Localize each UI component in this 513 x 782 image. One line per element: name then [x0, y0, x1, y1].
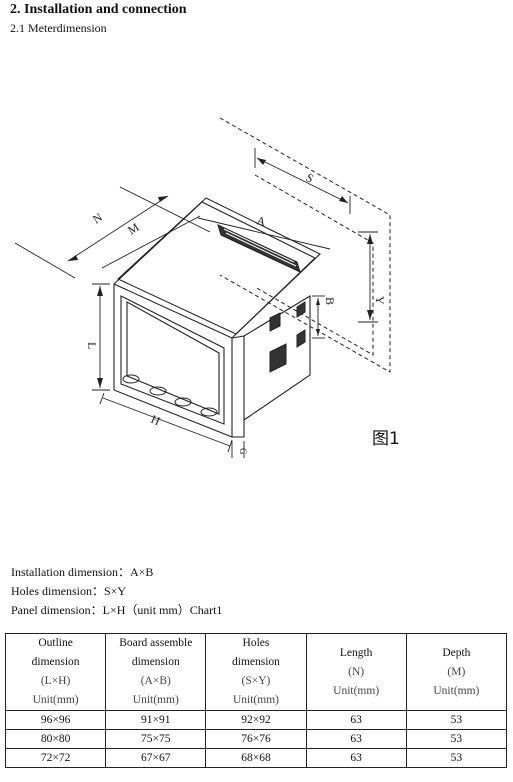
header-holes: Holes dimension (S×Y) Unit(mm): [205, 633, 307, 711]
table-cell: 80×80: [4, 729, 107, 749]
table-cell: 63: [305, 748, 407, 768]
table-cell: 68×68: [205, 748, 307, 768]
holes-dimension-text: Holes dimension：S×Y: [11, 584, 127, 598]
section-heading: 2. Installation and connection: [10, 2, 187, 17]
table-cell: 53: [405, 748, 508, 768]
side-connector: [269, 301, 306, 373]
header-board-assemble: Board assemble dimension (A×B) Unit(mm): [105, 633, 207, 711]
label-a: A: [255, 213, 267, 229]
dimension-table: Outline dimension (L×H) Unit(mm) Board a…: [4, 633, 508, 768]
panel-dimension-text: Panel dimension：L×H（unit mm）Chart1: [11, 603, 223, 617]
front-buttons: [122, 374, 218, 417]
label-g: G: [238, 448, 248, 455]
table-cell: 53: [405, 710, 508, 730]
table-cell: 91×91: [105, 710, 207, 730]
installation-dimension-text: Installation dimension：A×B: [11, 565, 154, 579]
panel-plane: [219, 117, 391, 373]
table-header-row: Outline dimension (L×H) Unit(mm) Board a…: [4, 633, 508, 711]
label-b: B: [323, 297, 337, 305]
table-cell: 53: [405, 729, 508, 749]
header-depth: Depth (M) Unit(mm): [405, 633, 508, 711]
label-s: S: [304, 170, 316, 186]
arrow-heads: [68, 158, 373, 388]
table-cell: 92×92: [205, 710, 307, 730]
header-outline: Outline dimension (L×H) Unit(mm): [4, 633, 107, 711]
label-n: N: [90, 210, 105, 227]
table-cell: 75×75: [105, 729, 207, 749]
table-cell: 67×67: [105, 748, 207, 768]
table-cell: 72×72: [4, 748, 107, 768]
table-cell: 76×76: [205, 729, 307, 749]
table-cell: 96×96: [4, 710, 107, 730]
figure-caption: 图1: [372, 429, 400, 449]
dimension-lines: [14, 148, 378, 458]
label-l: L: [85, 342, 99, 349]
header-length: Length (N) Unit(mm): [305, 633, 407, 711]
table-row: 80×80 75×75 76×76 63 53: [4, 729, 508, 749]
subsection-heading: 2.1 Meterdimension: [10, 21, 107, 35]
table-row: 96×96 91×91 92×92 63 53: [4, 710, 508, 730]
meter-dimension-drawing: S Y N M A B L H G: [14, 117, 391, 458]
table-row: 72×72 67×67 68×68 63 53: [4, 748, 508, 768]
table-cell: 63: [305, 710, 407, 730]
terminal-block: [217, 224, 301, 273]
meter-housing: [113, 197, 321, 438]
table-cell: 63: [305, 729, 407, 749]
label-y: Y: [373, 296, 387, 305]
